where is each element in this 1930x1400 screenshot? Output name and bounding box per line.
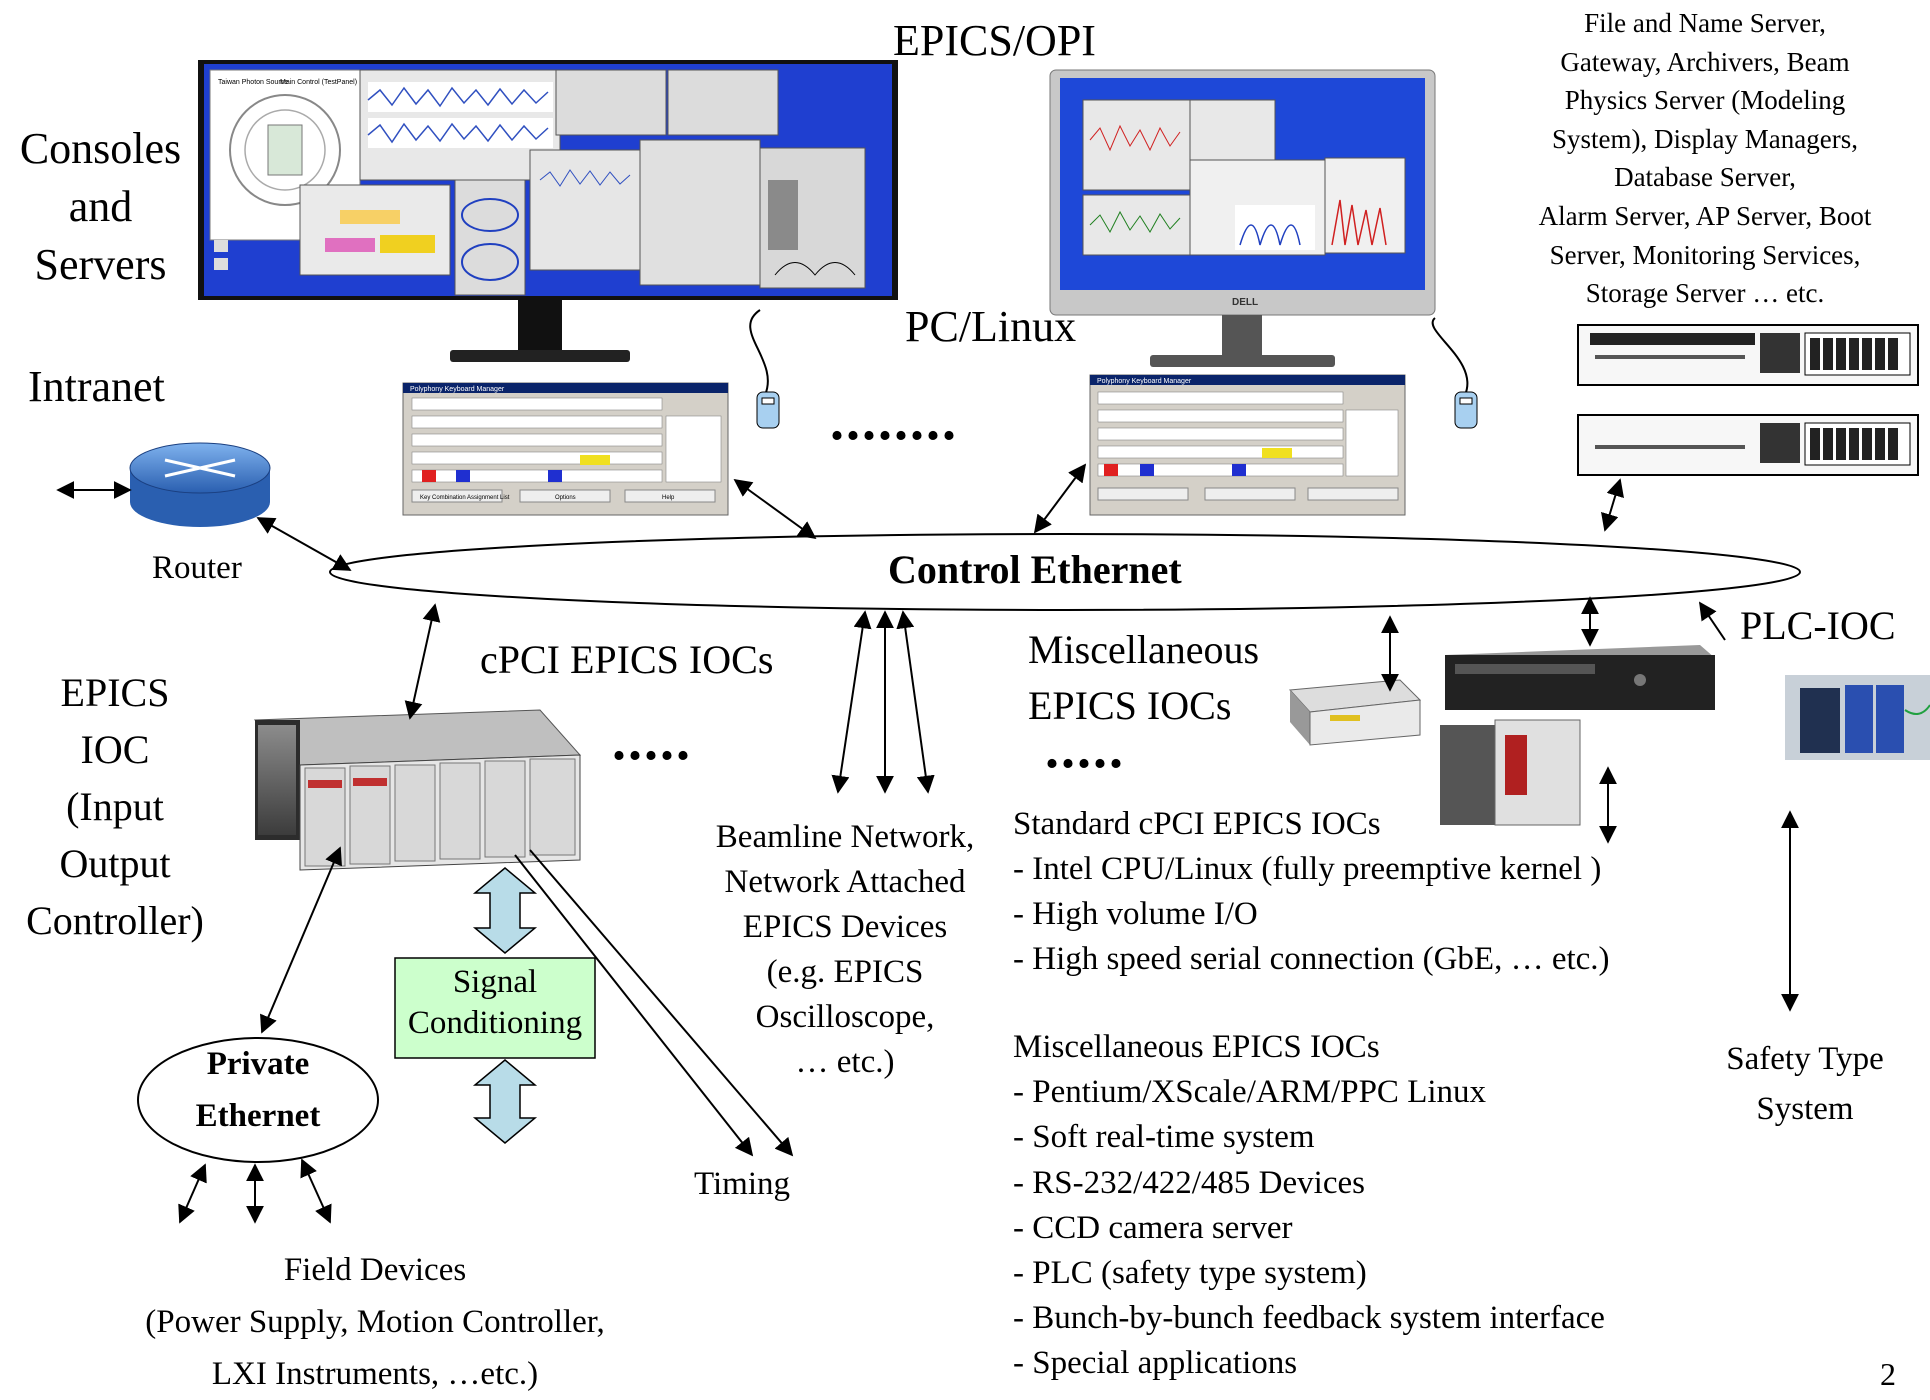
mouse-right — [1431, 317, 1478, 429]
screen-left-subtitle: Main Control (TestPanel) — [280, 79, 357, 86]
standard-iocs-title: Standard cPCI EPICS IOCs — [1013, 806, 1381, 842]
keyboard-left-title: Polyphony Keyboard Manager — [410, 386, 505, 393]
field-arrow-3 — [300, 1158, 332, 1224]
block-arrow-lower — [472, 1059, 538, 1144]
desktop-pc — [1445, 645, 1715, 710]
chassis-arrow — [404, 603, 441, 720]
plc-ioc-image — [1785, 675, 1930, 760]
timing-line-2 — [529, 849, 794, 1157]
plc-ioc-label: PLC-IOC — [1740, 603, 1896, 648]
screen-left-title: Taiwan Photon Source — [218, 79, 288, 86]
keyboard-left-btn2: Options — [555, 495, 576, 501]
control-ethernet-ellipse — [329, 533, 1801, 611]
keyboard-left: Polyphony Keyboard Manager Key Combinati… — [402, 382, 729, 516]
block-arrow-upper — [472, 867, 538, 954]
consoles-monitor: Taiwan Photon Source Main Control (TestP… — [198, 60, 898, 362]
cpci-chassis — [253, 709, 582, 871]
misc-ioc-box — [1288, 679, 1422, 746]
server-arrow — [1601, 478, 1624, 532]
misc-iocs-list: Miscellaneous EPICS IOCs - Pentium/XScal… — [1013, 1025, 1605, 1387]
control-ethernet-label: Control Ethernet — [888, 547, 1182, 592]
keyboard-right-title: Polyphony Keyboard Manager — [1097, 378, 1192, 385]
dots-top: ........ — [830, 390, 958, 452]
epics-opi-label: EPICS/OPI — [893, 16, 1096, 65]
router-label: Router — [152, 550, 242, 586]
pc-linux-monitor: DELL — [1049, 69, 1436, 367]
keyboard-left-arrow — [733, 478, 817, 540]
keyboard-right: Polyphony Keyboard Manager — [1089, 374, 1406, 516]
mouse-left — [749, 309, 780, 429]
chassis-to-private — [260, 846, 342, 1034]
private-ethernet-ellipse — [137, 1037, 379, 1163]
keyboard-left-btn1: Key Combination Assignment List — [420, 495, 510, 501]
pc-linux-label: PC/Linux — [905, 302, 1077, 351]
embedded-pc — [1440, 719, 1581, 826]
standard-iocs-list: Standard cPCI EPICS IOCs - Intel CPU/Lin… — [1013, 802, 1610, 982]
beamline-arrow-3 — [896, 610, 935, 794]
field-devices-label: Field Devices(Power Supply, Motion Contr… — [145, 1252, 605, 1392]
rack-server-2 — [1577, 414, 1919, 476]
signal-conditioning-box — [394, 957, 596, 1059]
timing-label: Timing — [694, 1166, 791, 1202]
dots-mid-right: ..... — [1045, 718, 1125, 780]
cpci-iocs-label: cPCI EPICS IOCs — [480, 637, 774, 682]
servers-list: File and Name Server,Gateway, Archivers,… — [1538, 8, 1872, 309]
field-arrow-1 — [178, 1163, 207, 1224]
plc-arrow — [1698, 601, 1726, 641]
timing-line-1 — [514, 854, 754, 1157]
keyboard-right-arrow — [1033, 463, 1087, 534]
beamline-arrow-1 — [831, 610, 872, 794]
router-to-ethernet — [256, 517, 352, 571]
router-icon — [129, 442, 271, 527]
misc-list-title: Miscellaneous EPICS IOCs — [1013, 1029, 1380, 1065]
dots-mid-left: ..... — [612, 710, 692, 772]
svg-text:DELL: DELL — [1232, 297, 1258, 308]
keyboard-left-btn3: Help — [662, 495, 675, 501]
rack-server-1 — [1577, 324, 1919, 386]
page-number: 2 — [1880, 1362, 1896, 1386]
intranet-label: Intranet — [28, 362, 165, 411]
